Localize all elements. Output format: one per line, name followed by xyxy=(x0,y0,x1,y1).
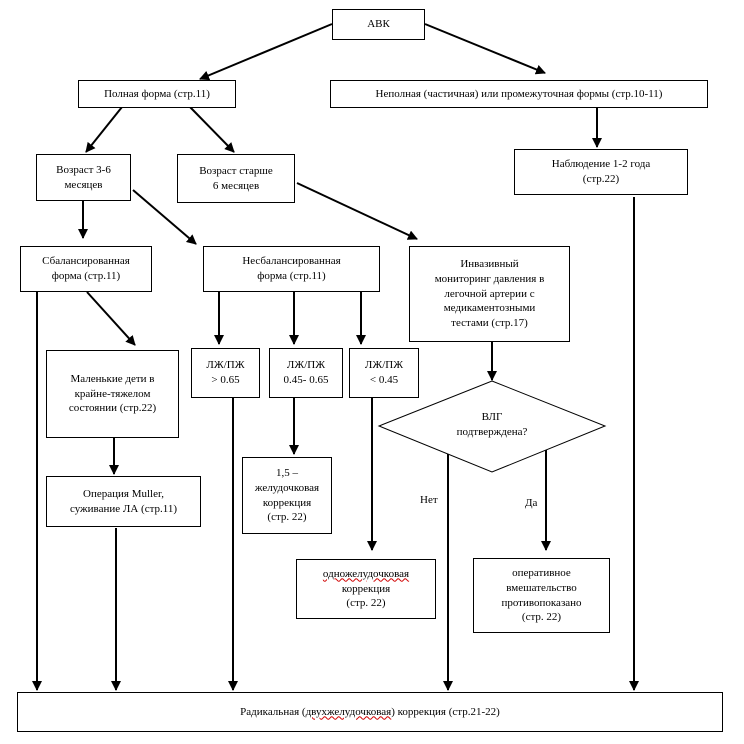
edge-label-no: Нет xyxy=(420,494,438,506)
node-ratio-mid: ЛЖ/ПЖ 0.45- 0.65 xyxy=(269,348,343,398)
node-invasive-monitoring: Инвазивный мониторинг давления в легочно… xyxy=(409,246,570,342)
node-observation: Наблюдение 1-2 года (стр.22) xyxy=(514,149,688,195)
single-ventricle-word: одножелудочковая xyxy=(322,567,410,580)
node-ratio-low: ЛЖ/ПЖ < 0.45 xyxy=(349,348,419,398)
edge-label-yes: Да xyxy=(525,497,538,509)
node-radical-correction: Радикальная (двухжелудочковая) коррекция… xyxy=(17,692,723,732)
decision-diamond xyxy=(377,380,607,473)
node-full-form: Полная форма (стр.11) xyxy=(78,80,236,108)
node-partial-form: Неполная (частичная) или промежуточная ф… xyxy=(330,80,708,108)
node-muller: Операция Muller, суживание ЛА (стр.11) xyxy=(46,476,201,527)
node-age-3-6: Возраст 3-6 месяцев xyxy=(36,154,131,201)
node-age-over-6: Возраст старше 6 месяцев xyxy=(177,154,295,203)
node-ratio-high: ЛЖ/ПЖ > 0.65 xyxy=(191,348,260,398)
node-one-and-half: 1,5 – желудочковая коррекция (стр. 22) xyxy=(242,457,332,534)
node-unbalanced: Несбалансированная форма (стр.11) xyxy=(203,246,380,292)
decision-label: ВЛГ подтверждена? xyxy=(456,411,528,438)
node-balanced: Сбалансированная форма (стр.11) xyxy=(20,246,152,292)
node-small-children: Маленькие дети в крайне-тяжелом состояни… xyxy=(46,350,179,438)
node-contraindicated: оперативное вмешательство противопоказан… xyxy=(473,558,610,633)
node-avk: АВК xyxy=(332,9,425,40)
